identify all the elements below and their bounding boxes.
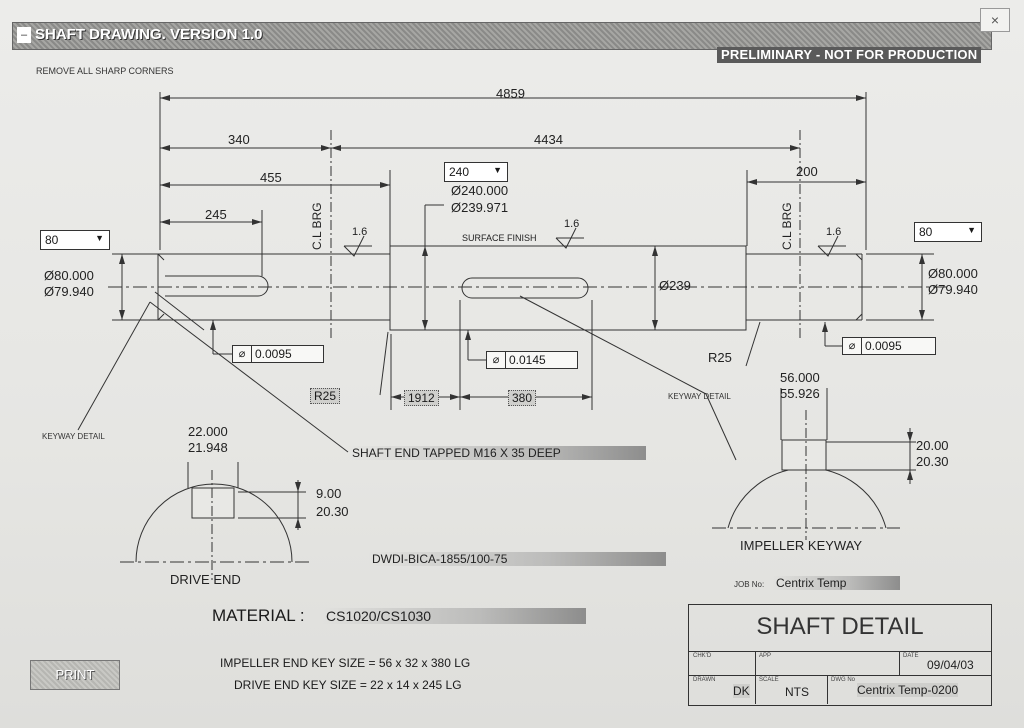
right-dia-min: Ø79.940	[928, 282, 978, 297]
impeller-depth-1: 20.00	[916, 438, 949, 453]
runout-icon: ⌀	[233, 346, 252, 362]
material-label: MATERIAL :	[212, 606, 305, 625]
left-dia-min: Ø79.940	[44, 284, 94, 299]
dim-380: 380	[508, 390, 537, 406]
drive-depth-2: 20.30	[316, 504, 349, 519]
drawing-date: 09/04/03	[927, 658, 974, 672]
drive-depth-1: 9.00	[316, 486, 342, 501]
tapped-note: SHAFT END TAPPED M16 X 35 DEEP	[348, 446, 646, 460]
dim-1912: 1912	[404, 390, 439, 406]
right-dia-max: Ø80.000	[928, 266, 978, 281]
keyway-detail-left: KEYWAY DETAIL	[42, 432, 105, 441]
bearing-label-left: C.L BRG	[310, 202, 324, 250]
drawing-number-label: DWG No	[831, 677, 855, 683]
impeller-keyway-label: IMPELLER KEYWAY	[740, 538, 863, 553]
preliminary-banner: PRELIMINARY - NOT FOR PRODUCTION	[717, 47, 982, 63]
dim-340: 340	[228, 132, 250, 147]
right-diameter-select[interactable]: 80▼	[914, 222, 982, 242]
runout-icon: ⌀	[487, 352, 506, 368]
surface-finish-label: SURFACE FINISH	[462, 233, 537, 243]
job-number-label: JOB No:	[734, 580, 765, 589]
remove-corners-note: REMOVE ALL SHARP CORNERS	[36, 66, 174, 76]
system-menu-icon[interactable]: –	[17, 27, 31, 43]
print-button[interactable]: PRINT	[30, 660, 120, 690]
chevron-down-icon: ▼	[967, 225, 976, 235]
impeller-depth-2: 20.30	[916, 454, 949, 469]
drive-width-max: 22.000	[188, 424, 228, 439]
title-block-row-2: DRAWN DK SCALE NTS DWG No Centrix Temp-0…	[689, 675, 991, 704]
keyway-detail-right: KEYWAY DETAIL	[668, 392, 731, 401]
radius-left: R25	[310, 388, 341, 404]
drawn-label: DRAWN	[693, 677, 716, 683]
checked-label: CHK'D	[693, 653, 712, 659]
runout-tolerance-center: ⌀0.0145	[486, 351, 578, 369]
radius-right: R25	[708, 350, 732, 365]
drawing-code: DWDI-BICA-1855/100-75	[368, 552, 666, 566]
finish-value-right: 1.6	[826, 226, 842, 238]
bearing-label-right: C.L BRG	[780, 202, 794, 250]
dim-245: 245	[205, 207, 227, 222]
chevron-down-icon: ▼	[95, 233, 104, 243]
drawing-number: Centrix Temp-0200	[857, 683, 959, 697]
scale-label: SCALE	[759, 677, 779, 683]
title-block-title: SHAFT DETAIL	[756, 613, 924, 640]
left-diameter-select[interactable]: 80▼	[40, 230, 110, 250]
dim-overall: 4859	[496, 86, 525, 101]
chevron-down-icon: ▼	[493, 165, 502, 175]
drive-key-size: DRIVE END KEY SIZE = 22 x 14 x 245 LG	[234, 678, 462, 692]
impeller-width-min: 55.926	[780, 386, 820, 401]
drive-width-min: 21.948	[188, 440, 228, 455]
job-number-value[interactable]: Centrix Temp	[772, 576, 900, 590]
title-block: SHAFT DETAIL CHK'D APP DATE 09/04/03 DRA…	[688, 604, 992, 706]
center-dia-max: Ø240.000	[451, 183, 509, 198]
dim-4434: 4434	[534, 132, 563, 147]
scale-value: NTS	[785, 685, 809, 699]
left-dia-max: Ø80.000	[44, 268, 94, 283]
close-icon[interactable]: ×	[980, 8, 1010, 32]
approved-label: APP	[759, 653, 772, 659]
date-label: DATE	[903, 653, 919, 659]
dim-455: 455	[260, 170, 282, 185]
material-value[interactable]: CS1020/CS1030	[322, 608, 586, 624]
drawn-by: DK	[733, 684, 750, 698]
center-diameter: Ø239	[659, 278, 691, 293]
title-block-row-1: CHK'D APP DATE 09/04/03	[689, 651, 991, 676]
window-titlebar: – SHAFT DRAWING. VERSION 1.0	[12, 22, 992, 50]
runout-tolerance-right: ⌀0.0095	[842, 337, 936, 355]
runout-tolerance-left: ⌀0.0095	[232, 345, 324, 363]
center-diameter-select[interactable]: 240▼	[444, 162, 508, 182]
impeller-width-max: 56.000	[780, 370, 820, 385]
dim-200: 200	[796, 164, 818, 179]
runout-icon: ⌀	[843, 338, 862, 354]
drive-end-label: DRIVE END	[170, 572, 241, 587]
center-dia-min: Ø239.971	[451, 200, 509, 215]
impeller-key-size: IMPELLER END KEY SIZE = 56 x 32 x 380 LG	[220, 656, 471, 670]
finish-value-left: 1.6	[352, 226, 368, 238]
window-title: SHAFT DRAWING. VERSION 1.0	[35, 26, 263, 43]
finish-value-center: 1.6	[564, 218, 580, 230]
